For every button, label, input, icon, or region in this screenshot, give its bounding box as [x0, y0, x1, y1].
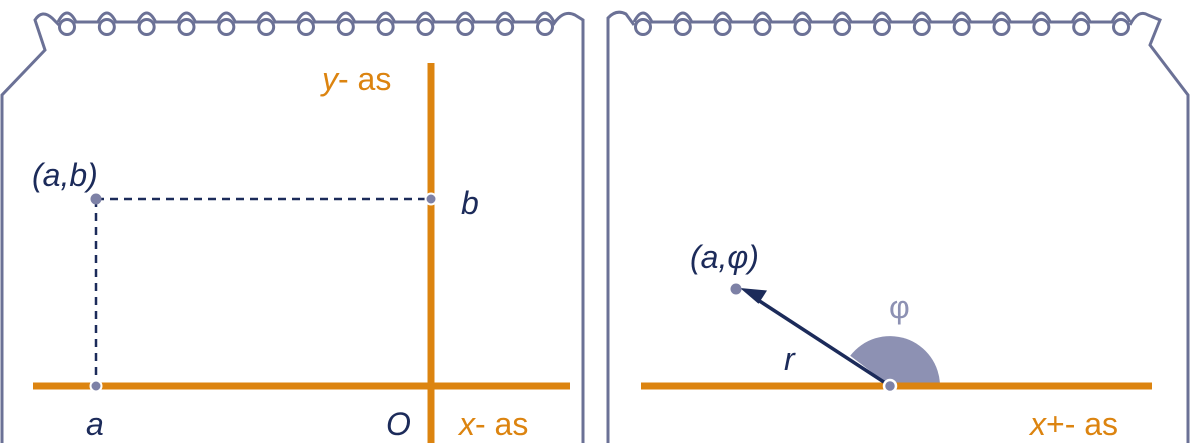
cartesian-diagram: y- as x- as O (a,b) a b	[32, 61, 570, 443]
spiral-ring	[257, 18, 276, 36]
angle-phi-sector	[850, 336, 940, 386]
x-axis-label: x- as	[457, 406, 528, 442]
x-tick-a-label: a	[86, 406, 104, 442]
spiral-ring	[1072, 18, 1091, 36]
point-ab-label: (a,b)	[32, 157, 98, 193]
spiral-ring	[336, 18, 355, 36]
spiral-ring	[793, 18, 812, 36]
spiral-ring	[952, 18, 971, 36]
x-tick-a-marker	[89, 379, 103, 393]
y-tick-b-label: b	[461, 185, 479, 221]
spiral-ring	[673, 18, 692, 36]
left-page-frame-right	[551, 11, 585, 443]
point-aphi-marker	[730, 283, 742, 295]
left-notebook-page	[0, 11, 585, 443]
right-notebook-page	[606, 10, 1190, 443]
point-ab-marker	[90, 193, 102, 205]
y-axis-label: y- as	[320, 61, 391, 97]
spiral-ring	[634, 18, 652, 36]
spiral-ring	[376, 18, 395, 36]
binding-edge	[56, 11, 556, 24]
right-page-frame-right	[1128, 11, 1190, 443]
binding-edge	[632, 11, 1132, 24]
spiral-ring	[58, 18, 76, 36]
spiral-ring	[833, 18, 852, 36]
spiral-ring	[97, 18, 116, 36]
spiral-ring	[456, 18, 475, 36]
point-aphi-label: (a,φ)	[690, 239, 759, 275]
y-tick-b-marker	[424, 192, 438, 206]
spiral-ring	[496, 18, 515, 36]
spiral-ring	[1112, 18, 1130, 36]
right-spiral-rings	[632, 11, 1132, 36]
spiral-ring	[1032, 18, 1051, 36]
spiral-ring	[416, 18, 435, 36]
polar-diagram: (a,φ) r φ x+- as	[641, 239, 1152, 442]
radius-r-label: r	[784, 341, 796, 377]
spiral-ring	[992, 18, 1011, 36]
spiral-ring	[297, 18, 315, 36]
left-spiral-rings	[56, 11, 556, 36]
spiral-ring	[912, 18, 931, 36]
pole-marker	[882, 378, 898, 394]
spiral-ring	[873, 18, 891, 36]
spiral-ring	[713, 18, 732, 36]
spiral-ring	[536, 18, 554, 36]
angle-phi-label: φ	[889, 289, 910, 325]
spiral-ring	[137, 18, 156, 36]
origin-label: O	[386, 406, 411, 442]
right-page-frame-left	[606, 10, 636, 443]
left-page-frame	[0, 12, 61, 443]
radius-vector-arrowhead	[740, 288, 767, 304]
spiral-ring	[753, 18, 772, 36]
spiral-ring	[217, 18, 236, 36]
radius-vector-line	[757, 298, 891, 388]
spiral-ring	[177, 18, 196, 36]
polar-axis-label: x+- as	[1028, 406, 1118, 442]
